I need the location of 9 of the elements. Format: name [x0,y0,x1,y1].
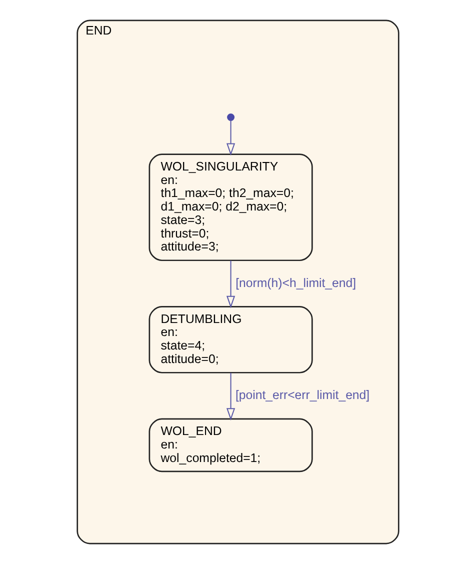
node-box: WOL_SINGULARITY en: th1_max=0; th2_max=0; d1_max=0; d2_max=0; state=3; thrust=0; attitude=3; [148,154,312,262]
arrow [226,120,235,156]
node-box: WOL_END en: wol_completed=1; [148,418,312,472]
edge-label: [point_err<err_limit_end] [234,388,370,402]
edge-label: [norm(h)<h_limit_end] [235,276,356,290]
node-box: DETUMBLING en: state=4; attitude=0; [148,306,312,374]
arrow [226,260,235,308]
node-circle [226,113,234,121]
arrow [226,372,235,420]
